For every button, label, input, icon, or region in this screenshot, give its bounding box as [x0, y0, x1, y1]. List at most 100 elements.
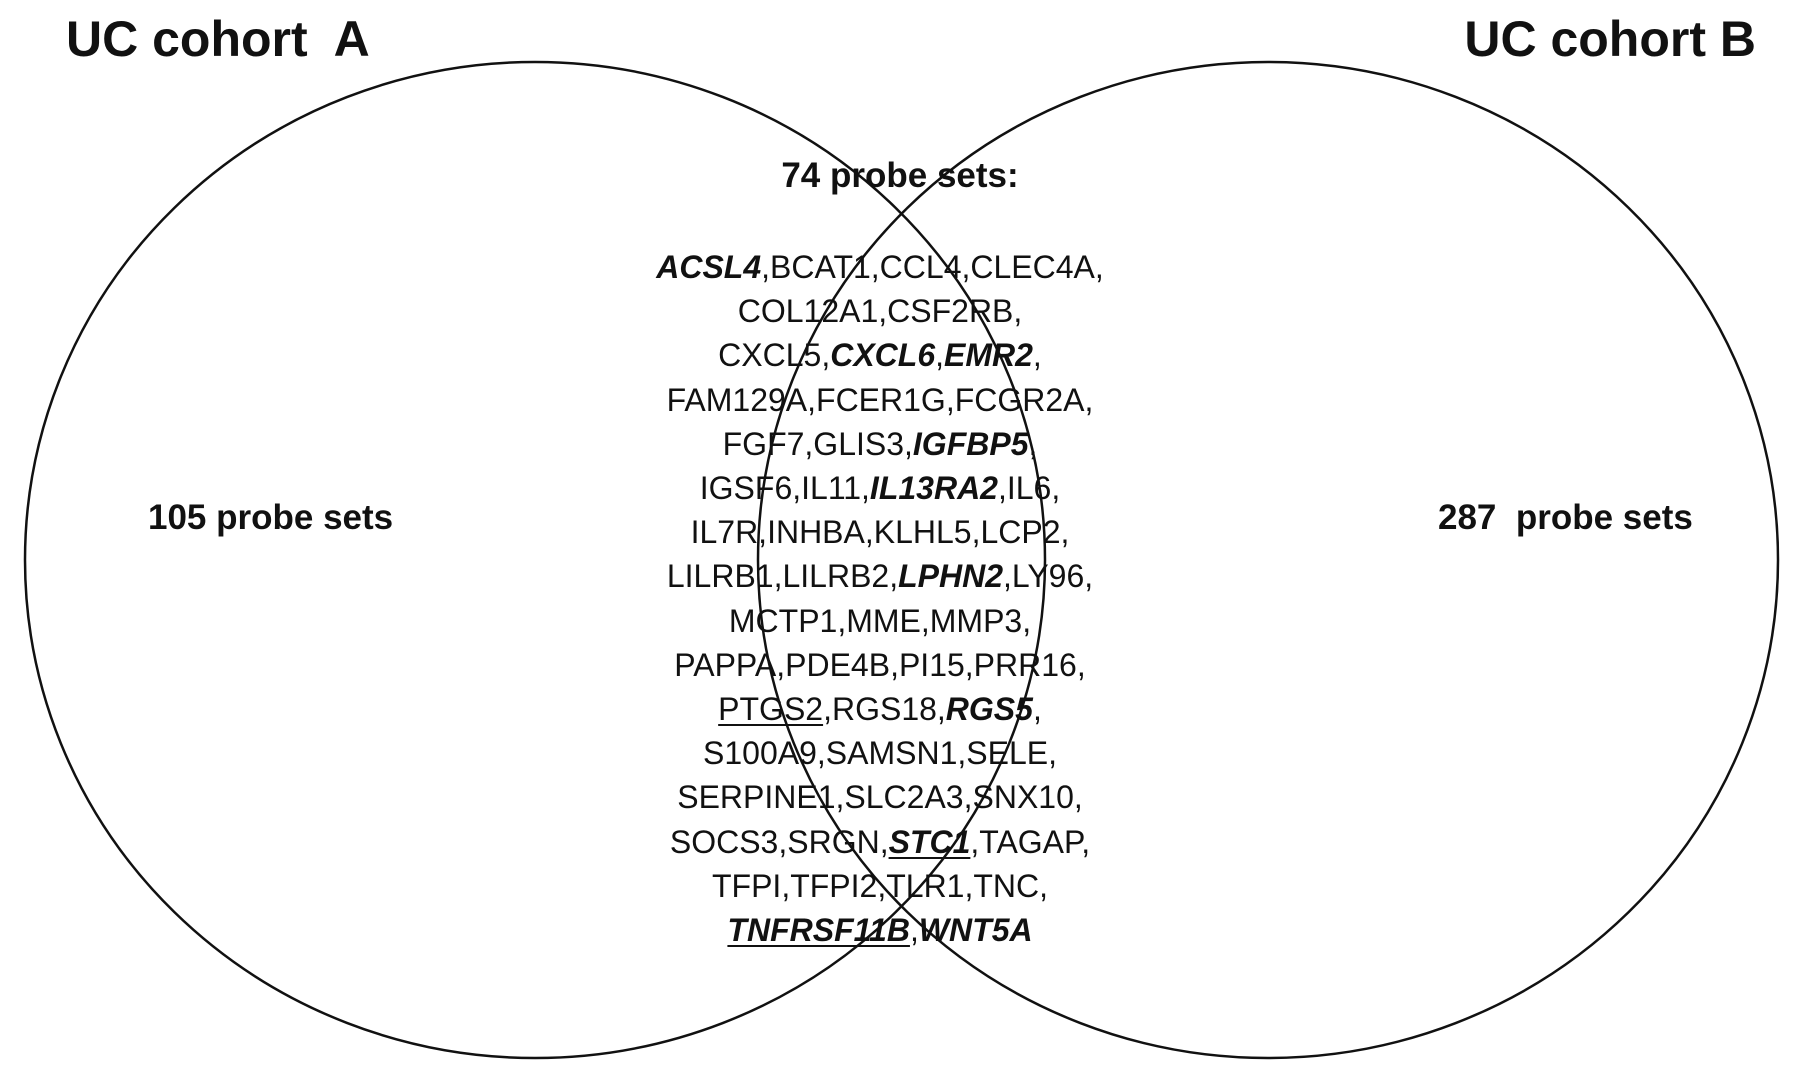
gene-line: TFPI,TFPI2,TLR1,TNC,: [560, 864, 1200, 908]
gene-separator: ,: [997, 470, 1007, 507]
gene-line: TNFRSF11B,WNT5A: [560, 908, 1200, 952]
gene-separator: ,: [961, 249, 971, 285]
gene-separator: ,: [776, 646, 786, 683]
gene-separator: ,: [816, 735, 826, 772]
set-a-title: UC cohort A: [66, 11, 370, 67]
gene-line: CXCL5,CXCL6,EMR2,: [560, 333, 1200, 377]
gene-fam129a: FAM129A: [666, 381, 808, 418]
gene-separator: ,: [781, 867, 791, 904]
gene-ly96: LY96: [1011, 558, 1085, 595]
gene-clec4a: CLEC4A: [970, 249, 1095, 285]
gene-il6: IL6: [1006, 470, 1052, 507]
gene-klhl5: KLHL5: [873, 514, 972, 551]
intersection-gene-list: ACSL4,BCAT1,CCL4,CLEC4A,COL12A1,CSF2RB,C…: [560, 245, 1200, 952]
gene-separator: ,: [964, 867, 974, 904]
gene-fcer1g: FCER1G: [816, 381, 946, 418]
gene-line: SERPINE1,SLC2A3,SNX10,: [560, 775, 1200, 819]
gene-col12a1: COL12A1: [737, 293, 879, 330]
gene-line: IGSF6,IL11,IL13RA2,IL6,: [560, 466, 1200, 510]
gene-separator: ,: [804, 425, 814, 462]
gene-separator: ,: [864, 514, 874, 551]
gene-separator: ,: [773, 558, 783, 595]
gene-lphn2: LPHN2: [898, 558, 1003, 595]
gene-csf2rb: CSF2RB: [887, 293, 1014, 330]
gene-prr16: PRR16: [973, 646, 1077, 683]
gene-snx10: SNX10: [972, 779, 1074, 816]
gene-separator: ,: [1084, 381, 1094, 418]
gene-s100a9: S100A9: [703, 735, 817, 772]
gene-tlr1: TLR1: [886, 867, 965, 904]
gene-separator: ,: [935, 337, 945, 374]
gene-mctp1: MCTP1: [728, 602, 838, 639]
gene-separator: ,: [964, 646, 974, 683]
gene-separator: ,: [870, 249, 880, 285]
gene-separator: ,: [1051, 470, 1061, 507]
gene-emr2: EMR2: [944, 337, 1033, 374]
gene-bcat1: BCAT1: [770, 249, 871, 285]
gene-cxcl5: CXCL5: [718, 337, 822, 374]
gene-separator: ,: [792, 470, 802, 507]
gene-separator: ,: [889, 558, 899, 595]
gene-separator: ,: [1028, 425, 1038, 462]
gene-separator: ,: [861, 470, 870, 507]
gene-lilrb2: LILRB2: [782, 558, 890, 595]
gene-line: ACSL4,BCAT1,CCL4,CLEC4A,: [560, 245, 1200, 289]
gene-lilrb1: LILRB1: [666, 558, 774, 595]
gene-separator: ,: [963, 779, 973, 816]
gene-lcp2: LCP2: [980, 514, 1061, 551]
gene-separator: ,: [936, 691, 946, 728]
gene-separator: ,: [1013, 293, 1023, 330]
gene-separator: ,: [758, 514, 768, 551]
gene-socs3: SOCS3: [669, 823, 779, 860]
gene-igsf6: IGSF6: [699, 470, 793, 507]
gene-inhba: INHBA: [767, 514, 865, 551]
gene-cxcl6: CXCL6: [830, 337, 936, 374]
gene-acsl4: ACSL4: [656, 249, 762, 285]
gene-il11: IL11: [801, 470, 862, 507]
gene-separator: ,: [970, 823, 980, 860]
set-b-title: UC cohort B: [1464, 11, 1756, 67]
gene-separator: ,: [1094, 249, 1104, 285]
gene-separator: ,: [1060, 514, 1070, 551]
gene-stc1: STC1: [888, 823, 971, 860]
gene-separator: ,: [945, 381, 955, 418]
gene-separator: ,: [1022, 602, 1032, 639]
gene-il13ra2: IL13RA2: [869, 470, 998, 507]
gene-separator: ,: [1081, 823, 1091, 860]
gene-line: IL7R,INHBA,KLHL5,LCP2,: [560, 510, 1200, 554]
gene-fgf7: FGF7: [722, 425, 805, 462]
gene-separator: ,: [920, 602, 930, 639]
gene-separator: ,: [1084, 558, 1094, 595]
gene-line: COL12A1,CSF2RB,: [560, 289, 1200, 333]
gene-tagap: TAGAP: [979, 823, 1082, 860]
gene-line: PTGS2,RGS18,RGS5,: [560, 687, 1200, 731]
gene-tfpi: TFPI: [711, 867, 782, 904]
gene-separator: ,: [890, 646, 899, 683]
gene-sele: SELE: [966, 735, 1049, 772]
gene-pde4b: PDE4B: [785, 646, 891, 683]
set-a-ellipse: [23, 60, 1047, 1060]
gene-separator: ,: [1048, 735, 1057, 772]
gene-wnt5a: WNT5A: [918, 912, 1033, 949]
gene-separator: ,: [904, 425, 913, 462]
gene-separator: ,: [1039, 867, 1049, 904]
gene-mmp3: MMP3: [929, 602, 1023, 639]
gene-separator: ,: [1003, 558, 1012, 595]
gene-separator: ,: [821, 337, 831, 374]
gene-samsn1: SAMSN1: [825, 735, 958, 772]
gene-separator: ,: [971, 514, 981, 551]
gene-line: PAPPA,PDE4B,PI15,PRR16,: [560, 643, 1200, 687]
gene-separator: ,: [778, 823, 788, 860]
gene-separator: ,: [823, 691, 832, 728]
gene-tnfrsf11b: TNFRSF11B: [727, 912, 910, 949]
gene-slc2a3: SLC2A3: [844, 779, 964, 816]
set-b-count: 287 probe sets: [1438, 498, 1693, 537]
gene-serpine1: SERPINE1: [677, 779, 836, 816]
gene-separator: ,: [957, 735, 967, 772]
gene-ccl4: CCL4: [879, 249, 962, 285]
gene-il7r: IL7R: [690, 514, 759, 551]
gene-srgn: SRGN: [787, 823, 880, 860]
gene-mme: MME: [846, 602, 921, 639]
gene-pappa: PAPPA: [674, 646, 777, 683]
